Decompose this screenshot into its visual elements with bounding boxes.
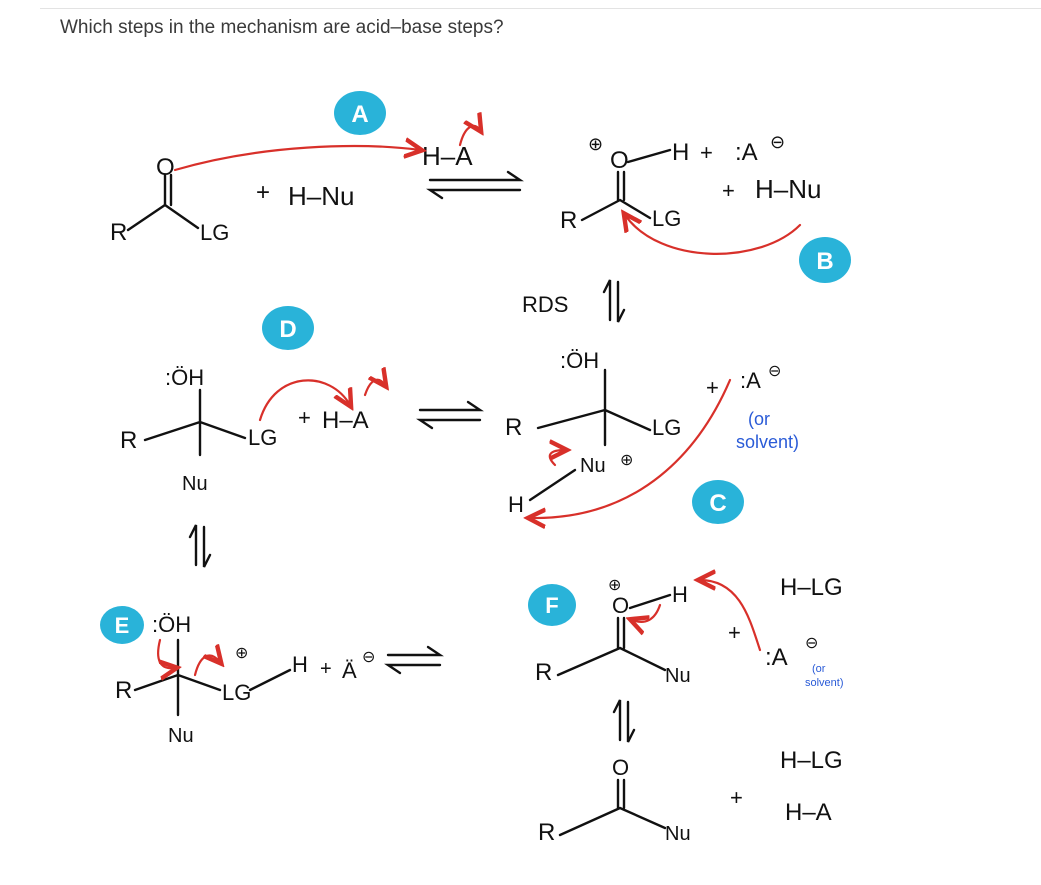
svg-text:+: + xyxy=(320,658,332,680)
svg-text:H: H xyxy=(292,652,308,677)
badge-e: E xyxy=(100,606,144,644)
svg-text:(or: (or xyxy=(812,663,826,675)
tetrahedral-intermediate-left: :ÖH R LG Nu xyxy=(120,365,277,495)
badge-c: C xyxy=(692,480,744,524)
svg-text:R: R xyxy=(120,427,137,454)
svg-text:Nu: Nu xyxy=(182,473,208,495)
svg-text:Ä: Ä xyxy=(342,658,357,683)
svg-text:H: H xyxy=(508,492,524,517)
svg-text:⊖: ⊖ xyxy=(805,635,818,652)
svg-text:+: + xyxy=(706,375,719,400)
svg-text:O: O xyxy=(612,755,629,780)
reactant-carbonyl: R O LG xyxy=(110,154,229,246)
svg-text::A: :A xyxy=(735,139,758,166)
svg-text:LG: LG xyxy=(248,425,277,450)
svg-text:Nu: Nu xyxy=(168,725,194,747)
svg-text:H–A: H–A xyxy=(785,799,832,826)
svg-text::ÖH: :ÖH xyxy=(165,365,204,390)
svg-text:C: C xyxy=(709,490,726,517)
badge-f: F xyxy=(528,584,576,626)
svg-text::ÖH: :ÖH xyxy=(152,612,191,637)
lg-label: LG xyxy=(200,220,229,245)
svg-text:R: R xyxy=(560,207,577,234)
svg-text:H: H xyxy=(672,582,688,607)
svg-text:A: A xyxy=(351,101,368,128)
plus-sign: + xyxy=(256,179,270,206)
svg-text:H–A: H–A xyxy=(322,407,369,434)
equilibrium-arrow-5 xyxy=(612,699,636,743)
protonated-carbonyl: ⊕ O H R LG + :A ⊖ + H–Nu xyxy=(560,132,821,234)
final-product: O R Nu + H–LG H–A xyxy=(538,747,843,846)
h-a-label: H–A xyxy=(422,141,473,171)
svg-text:F: F xyxy=(545,593,558,618)
svg-text:⊖: ⊖ xyxy=(362,649,375,666)
svg-text:H–LG: H–LG xyxy=(780,574,843,601)
svg-text:+: + xyxy=(722,178,735,203)
svg-text:⊕: ⊕ xyxy=(620,452,633,469)
badge-a: A xyxy=(334,91,386,135)
badge-d: D xyxy=(262,306,314,350)
curved-arrow-a xyxy=(173,146,420,172)
svg-text:⊕: ⊕ xyxy=(608,577,621,594)
svg-text:LG: LG xyxy=(222,680,251,705)
mechanism-figure: R O LG + H–Nu H–A A ⊕ O H R LG + :A ⊖ + … xyxy=(60,50,1041,880)
h-nu-label: H–Nu xyxy=(288,181,354,211)
svg-text:Nu: Nu xyxy=(665,823,691,845)
badge-b: B xyxy=(799,237,851,283)
svg-text:Nu: Nu xyxy=(580,455,606,477)
r-label: R xyxy=(110,219,127,246)
equilibrium-arrow-3 xyxy=(188,524,212,568)
svg-text::ÖH: :ÖH xyxy=(560,348,599,373)
svg-text:+: + xyxy=(700,140,713,165)
svg-text::A: :A xyxy=(765,644,788,671)
tetrahedral-intermediate-right: :ÖH R LG Nu ⊕ H + :A ⊖ (or solvent) xyxy=(505,348,799,517)
equilibrium-arrow-rds xyxy=(602,279,626,323)
svg-text:LG: LG xyxy=(652,206,681,231)
question-text: Which steps in the mechanism are acid–ba… xyxy=(60,17,504,38)
svg-text:(or: (or xyxy=(748,409,770,429)
svg-text:+: + xyxy=(730,785,743,810)
svg-text:H–Nu: H–Nu xyxy=(755,174,821,204)
equilibrium-arrow-2 xyxy=(416,400,484,430)
svg-text:R: R xyxy=(505,414,522,441)
svg-text:⊕: ⊕ xyxy=(588,134,603,154)
o-atom: O xyxy=(156,154,175,181)
svg-text:R: R xyxy=(535,659,552,686)
equilibrium-arrow-1 xyxy=(426,170,524,200)
svg-text:H: H xyxy=(672,139,689,166)
svg-text:⊖: ⊖ xyxy=(770,132,785,152)
svg-text:⊖: ⊖ xyxy=(768,363,781,380)
divider-line xyxy=(40,8,1041,9)
svg-text::A: :A xyxy=(740,368,761,393)
svg-text:R: R xyxy=(538,819,555,846)
svg-text:solvent): solvent) xyxy=(736,432,799,452)
curved-arrow-c xyxy=(530,378,732,518)
protonated-product: ⊕ O H R Nu + H–LG :A ⊖ (or solvent) xyxy=(535,574,844,689)
svg-text:Nu: Nu xyxy=(665,665,691,687)
svg-text:+: + xyxy=(728,620,741,645)
svg-text:R: R xyxy=(115,677,132,704)
curved-arrow-b xyxy=(625,215,802,255)
svg-text:+: + xyxy=(298,405,311,430)
svg-text:D: D xyxy=(279,316,296,343)
svg-text:LG: LG xyxy=(652,415,681,440)
svg-text:H–LG: H–LG xyxy=(780,747,843,774)
svg-text:solvent): solvent) xyxy=(805,677,844,689)
svg-text:B: B xyxy=(816,248,833,275)
svg-text:O: O xyxy=(610,147,629,174)
svg-text:O: O xyxy=(612,593,629,618)
svg-text:⊕: ⊕ xyxy=(235,645,248,662)
equilibrium-arrow-4 xyxy=(384,645,444,675)
protonated-lg-intermediate: :ÖH R LG ⊕ H + Ä ⊖ Nu xyxy=(115,612,375,747)
rds-label: RDS xyxy=(522,292,568,317)
svg-text:E: E xyxy=(115,613,130,638)
